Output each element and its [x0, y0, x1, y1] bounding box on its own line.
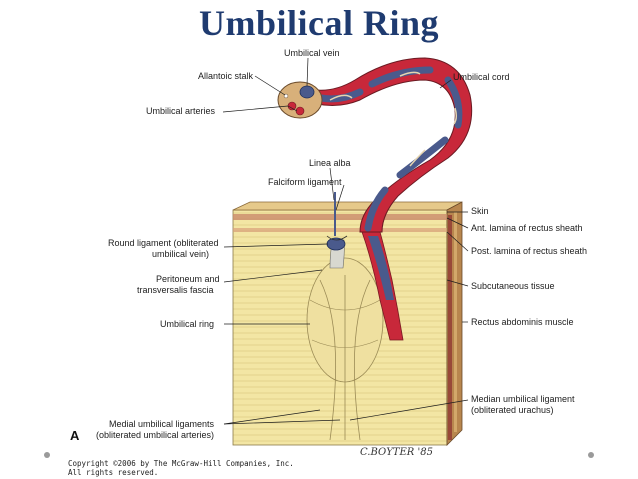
label-linea-alba: Linea alba	[309, 158, 351, 168]
umbilical-cord	[299, 57, 473, 233]
label-round-ligament-1: Round ligament (obliterated	[108, 238, 219, 248]
label-round-ligament-2: umbilical vein)	[152, 249, 209, 259]
panel-letter: A	[70, 428, 80, 443]
label-umbilical-vein: Umbilical vein	[284, 48, 340, 58]
slide-dot-right	[588, 452, 594, 458]
label-subcutaneous: Subcutaneous tissue	[471, 281, 555, 291]
label-falciform-ligament: Falciform ligament	[268, 177, 342, 187]
cord-cross-section	[277, 81, 323, 119]
artery-lumen-2	[295, 106, 305, 116]
label-umbilical-ring: Umbilical ring	[160, 319, 214, 329]
label-peritoneum-1: Peritoneum and	[156, 274, 220, 284]
label-skin: Skin	[471, 206, 489, 216]
vein-lumen	[299, 85, 315, 99]
label-median-lig-2: (obliterated urachus)	[471, 405, 554, 415]
label-medial-lig-2: (obliterated umbilical arteries)	[96, 430, 214, 440]
label-ant-lamina: Ant. lamina of rectus sheath	[471, 223, 583, 233]
label-umbilical-cord: Umbilical cord	[453, 72, 510, 82]
umbilical-ring-structure	[306, 257, 384, 441]
leader-lines	[222, 57, 469, 425]
label-peritoneum-2: transversalis fascia	[137, 285, 214, 295]
abdominal-wall-block	[232, 201, 463, 446]
label-rectus-abdominis: Rectus abdominis muscle	[471, 317, 574, 327]
slide-dot-left	[44, 452, 50, 458]
artery-lumen-1	[287, 101, 297, 111]
label-median-lig-1: Median umbilical ligament	[471, 394, 575, 404]
cord-in-wall	[361, 231, 404, 341]
label-umbilical-arteries: Umbilical arteries	[146, 106, 216, 116]
copyright-line-2: All rights reserved.	[68, 468, 158, 477]
artist-signature: C.BOYTER '85	[360, 447, 433, 458]
copyright-line-1: Copyright ©2006 by The McGraw-Hill Compa…	[68, 459, 294, 468]
label-medial-lig-1: Medial umbilical ligaments	[109, 419, 215, 429]
slide-title: Umbilical Ring	[198, 3, 439, 43]
label-allantoic-stalk: Allantoic stalk	[198, 71, 254, 81]
label-post-lamina: Post. lamina of rectus sheath	[471, 246, 587, 256]
skin-surface	[232, 201, 463, 211]
